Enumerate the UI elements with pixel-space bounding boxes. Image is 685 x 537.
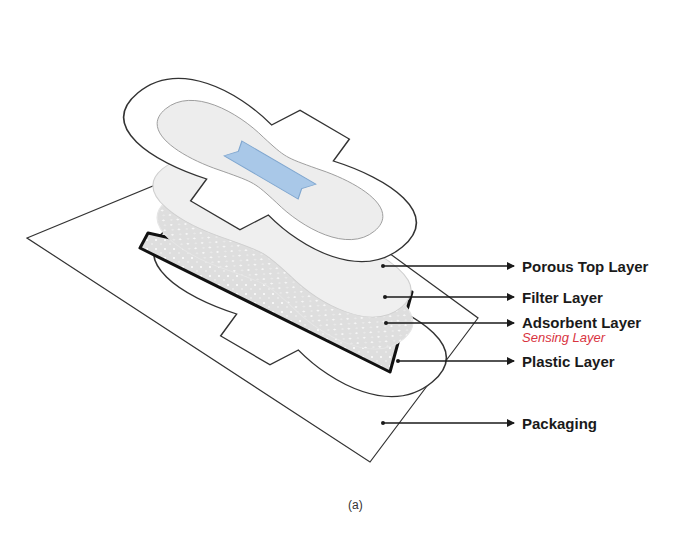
layer-label: Packaging <box>522 415 597 432</box>
leader-lines <box>381 264 514 425</box>
layer-label: Filter Layer <box>522 289 603 306</box>
layer-label: Adsorbent Layer <box>522 314 641 331</box>
top-layer <box>83 48 457 293</box>
layer-label: Plastic Layer <box>522 353 615 370</box>
figure-caption: (a) <box>348 497 363 514</box>
sensing-note: Sensing Layer <box>522 331 605 345</box>
layer-label: Porous Top Layer <box>522 258 648 275</box>
